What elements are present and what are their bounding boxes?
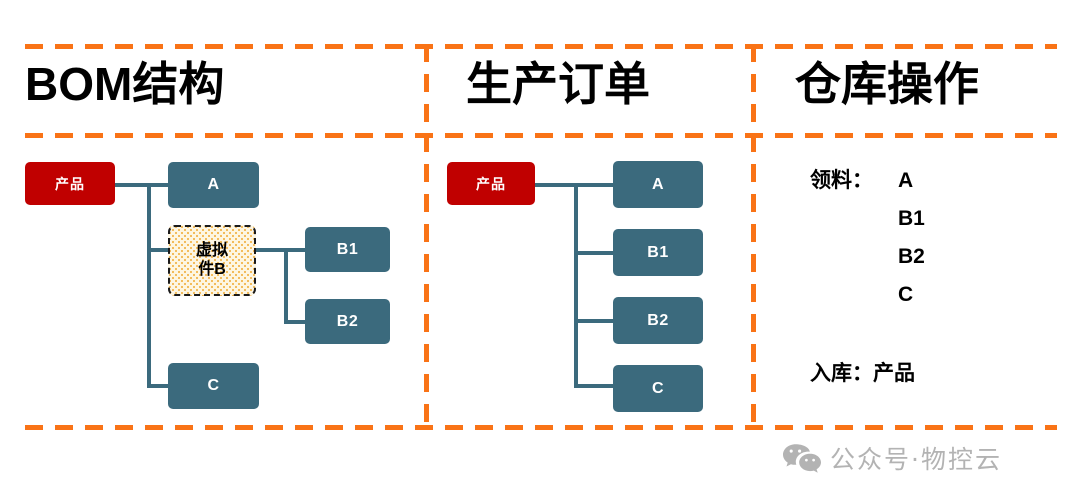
watermark: 公众号·物控云 (782, 440, 1002, 476)
warehouse-issue-item-b1: B1 (898, 207, 925, 230)
bom-connector-branch-c (147, 384, 175, 388)
bom-connector-branch-phantom (147, 248, 175, 252)
warehouse-issue-label: 领料： (810, 169, 873, 192)
bom-node-c[interactable]: C (168, 363, 259, 409)
warehouse-issue-item-b2: B2 (898, 245, 925, 268)
frame-divider-right (751, 44, 756, 430)
watermark-text: 公众号·物控云 (830, 445, 1002, 474)
frame-divider-left (424, 44, 429, 430)
warehouse-issue-item-a: A (898, 169, 914, 192)
po-node-a[interactable]: A (613, 161, 703, 208)
po-node-b1[interactable]: B1 (613, 229, 703, 276)
po-node-b2[interactable]: B2 (613, 297, 703, 344)
po-connector-branch-a (574, 183, 618, 187)
bom-node-phantom-b-line1: 虚拟 (195, 242, 228, 260)
po-connector-branch-c (574, 384, 618, 388)
frame-title-separator (25, 133, 1057, 138)
warehouse-receipt-line: 入库：产品 (810, 362, 915, 385)
bom-node-phantom-b[interactable]: 虚拟 件B (168, 225, 256, 296)
bom-node-b2[interactable]: B2 (305, 299, 390, 344)
bom-node-b1[interactable]: B1 (305, 227, 390, 272)
column-title-bom: BOM结构 (25, 58, 225, 110)
bom-connector-trunk (147, 183, 151, 388)
bom-connector-branch-b1 (284, 248, 312, 252)
po-node-root[interactable]: 产品 (447, 162, 535, 205)
bom-node-a[interactable]: A (168, 162, 259, 208)
bom-connector-branch-a (147, 183, 175, 187)
frame-top-border (25, 44, 1057, 49)
warehouse-issue-item-c: C (898, 283, 914, 306)
bom-node-phantom-b-line2: 件B (198, 260, 226, 278)
po-connector-branch-b1 (574, 251, 618, 255)
bom-node-root[interactable]: 产品 (25, 162, 115, 205)
po-connector-root-stub (531, 183, 576, 187)
column-title-warehouse: 仓库操作 (795, 58, 979, 110)
wechat-icon (782, 443, 822, 473)
bom-connector-branch-b2 (284, 320, 312, 324)
column-title-production-order: 生产订单 (466, 58, 650, 110)
bom-connector-root-stub (113, 183, 151, 187)
bom-connector-sub-trunk (284, 248, 288, 324)
po-connector-trunk (574, 183, 578, 388)
po-connector-branch-b2 (574, 319, 618, 323)
bom-connector-phantom-stub (256, 248, 288, 252)
po-node-c[interactable]: C (613, 365, 703, 412)
frame-bottom-border (25, 425, 1057, 430)
